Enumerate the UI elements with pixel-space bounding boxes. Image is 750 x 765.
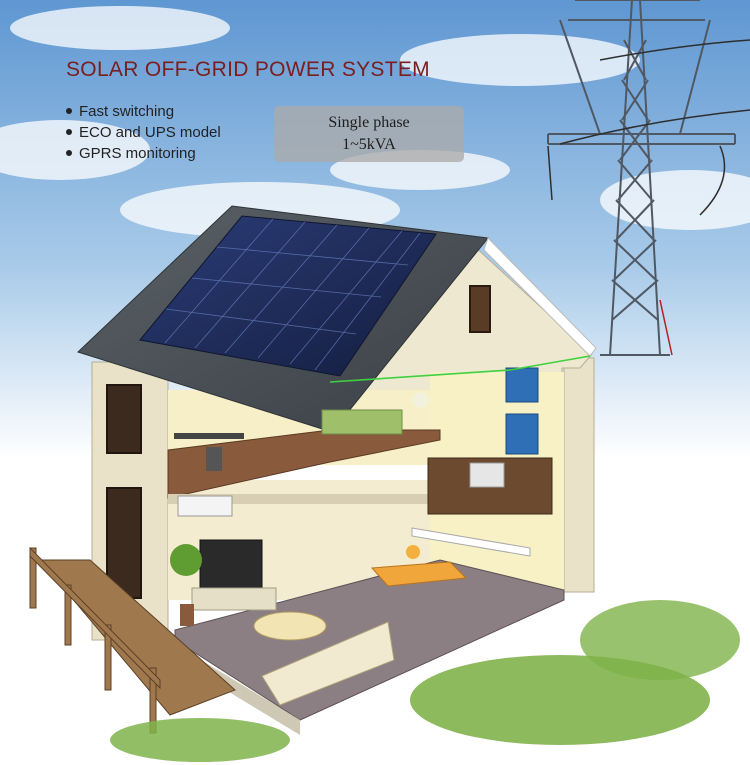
wire-red [659, 299, 673, 356]
tv-cabinet [191, 587, 277, 611]
feature-text: GPRS monitoring [79, 145, 196, 162]
desk [174, 433, 244, 439]
power-lines [547, 39, 750, 216]
inverter-top [505, 367, 539, 403]
solar-panel [139, 215, 437, 377]
wire-green [329, 355, 591, 383]
plant [170, 544, 202, 576]
floor-slab-edge [168, 494, 438, 504]
bullet-icon [66, 108, 72, 115]
lamp-upper [412, 392, 428, 408]
sofa [261, 621, 395, 706]
feature-text: Fast switching [79, 103, 175, 120]
spec-badge: Single phase 1~5kVA [274, 106, 464, 162]
pendant-lamp [406, 545, 420, 559]
range-hood [469, 462, 505, 488]
bed [321, 409, 403, 435]
window-upper-left [106, 384, 142, 454]
kitchen-counter [411, 527, 531, 557]
coffee-table [253, 611, 327, 641]
house-wall-right [563, 357, 595, 593]
television [199, 539, 263, 589]
badge-capacity: 1~5kVA [342, 136, 396, 153]
feature-text: ECO and UPS model [79, 124, 221, 141]
clouds [0, 6, 750, 238]
page-title: SOLAR OFF-GRID POWER SYSTEM [66, 58, 430, 81]
window-gable [469, 285, 491, 333]
wooden-deck [29, 546, 236, 734]
inverter-bottom [505, 413, 539, 455]
transmission-tower [547, 0, 736, 356]
feature-item: Fast switching [66, 101, 221, 122]
feature-list: Fast switching ECO and UPS model GPRS mo… [66, 101, 221, 164]
grass [110, 600, 740, 762]
air-conditioner [177, 495, 233, 517]
badge-phase: Single phase [328, 114, 410, 131]
feature-item: GPRS monitoring [66, 143, 221, 164]
plant-pot [180, 604, 194, 626]
dining-table [370, 561, 468, 587]
feature-item: ECO and UPS model [66, 122, 221, 143]
desk-chair [206, 447, 222, 471]
bullet-icon [66, 150, 72, 157]
bullet-icon [66, 129, 72, 136]
